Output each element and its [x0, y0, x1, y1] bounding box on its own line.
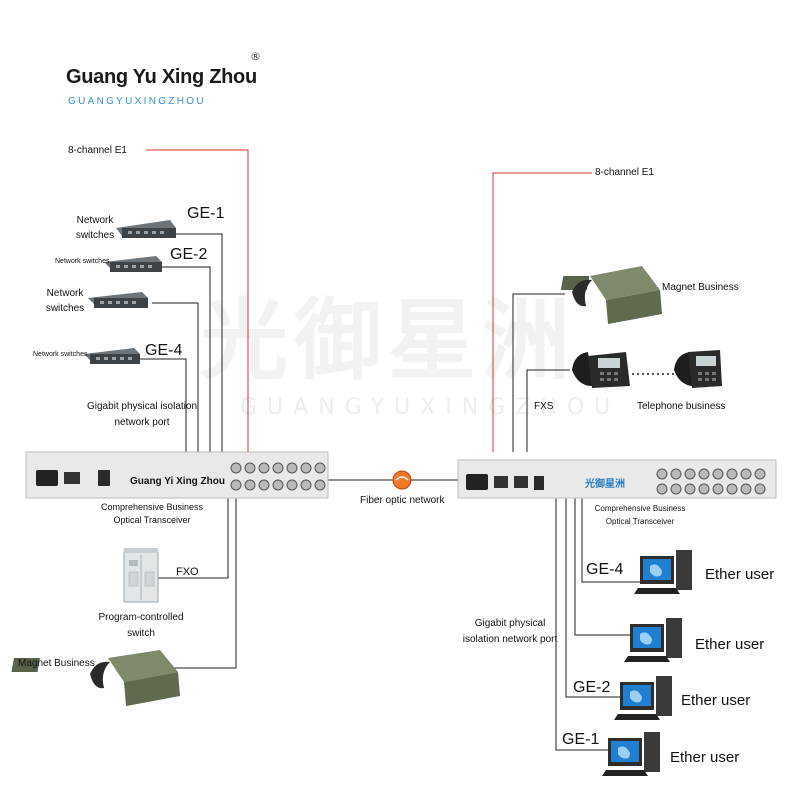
left-e1-label: 8-channel E1 — [68, 145, 127, 156]
network-switch-icon — [104, 256, 162, 272]
right-ge-2-label: GE-2 — [573, 679, 611, 696]
left-ge-1-label: GE-1 — [187, 205, 225, 222]
switch-label-4: Network switches — [33, 351, 88, 358]
field-telephone-icon — [560, 266, 662, 324]
left-transceiver — [25, 451, 329, 499]
watermark: 光御星洲 — [200, 289, 577, 392]
brand-logo-text: Guang Yu Xing Zhou — [66, 66, 257, 88]
right-transceiver — [457, 459, 777, 499]
right-e1-label: 8-channel E1 — [595, 167, 654, 178]
network-switch-icon — [116, 220, 176, 238]
desk-phone-icon — [674, 350, 722, 388]
left-bottom-lines — [158, 498, 237, 669]
computer-icon — [624, 618, 682, 662]
pbx-label: Program-controlled switch — [98, 612, 184, 639]
left-switch-lines — [138, 233, 223, 452]
fiber-link — [328, 470, 458, 490]
right-device-label: Comprehensive Business Optical Transceiv… — [594, 504, 686, 526]
left-magnet-label: Magnet Business — [18, 658, 95, 669]
computer-icon — [614, 676, 672, 720]
left-isolation-label: Gigabit physical isolation network port — [86, 401, 198, 428]
fxo-label: FXO — [176, 566, 199, 578]
switch-label-3: Network switches — [45, 288, 85, 314]
ether-user-label-2: Ether user — [695, 636, 765, 653]
right-device-brand: 光御星洲 — [585, 479, 625, 490]
left-e1-line — [146, 149, 249, 452]
ether-user-label-1: Ether user — [705, 566, 775, 583]
right-magnet-label: Magnet Business — [662, 282, 739, 293]
right-ge-4-label: GE-4 — [586, 561, 624, 578]
right-isolation-label: Gigabit physical isolation network port — [462, 618, 558, 645]
network-switch-icon — [84, 348, 140, 364]
desk-phone-icon — [572, 352, 630, 388]
network-switch-icon — [88, 292, 148, 308]
left-device-brand: Guang Yi Xing Zhou — [130, 476, 225, 487]
phone-label: Telephone business — [637, 401, 726, 412]
field-telephone-icon — [11, 650, 180, 706]
ether-user-label-4: Ether user — [670, 749, 740, 766]
left-ge-4-label: GE-4 — [145, 342, 183, 359]
ether-user-label-3: Ether user — [681, 692, 751, 709]
right-e1-line — [492, 172, 592, 452]
switch-label-1: Network switches — [75, 215, 115, 241]
computer-icon — [634, 550, 692, 594]
fiber-label: Fiber optic network — [360, 495, 445, 506]
fxs-label: FXS — [534, 401, 554, 412]
right-phone-lines — [512, 293, 570, 452]
right-ge-1-label: GE-1 — [562, 731, 600, 748]
registered-mark: ® — [250, 50, 261, 63]
pbx-cabinet-icon — [123, 548, 159, 603]
switch-label-2: Network switches — [55, 258, 110, 265]
left-ge-2-label: GE-2 — [170, 246, 208, 263]
watermark-subtitle: GUANGYUXINGZHOU — [240, 395, 621, 420]
brand-logo-subtitle: GUANGYUXINGZHOU — [68, 96, 206, 107]
right-ether-lines — [555, 498, 640, 751]
computer-icon — [602, 732, 660, 776]
left-device-label: Comprehensive Business Optical Transceiv… — [100, 502, 204, 525]
